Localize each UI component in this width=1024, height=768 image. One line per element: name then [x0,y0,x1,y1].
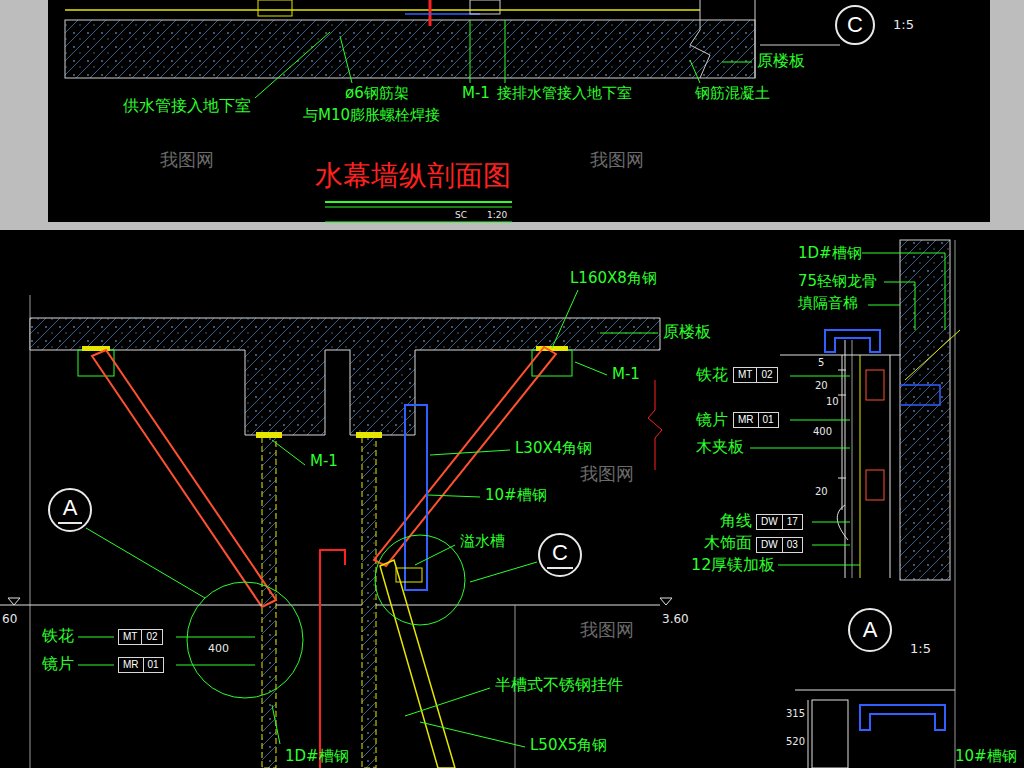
dimension-text: SC [455,210,467,220]
callout-label: 钢筋混凝土 [695,85,770,102]
dimension-text: 1:5 [910,642,931,657]
material-code: MT [734,368,756,382]
callout-letter: C [547,542,573,569]
callout-label: M-1 [462,85,490,102]
dimension-text: 400 [813,426,832,438]
callout-label: 木夹板 [696,438,744,456]
dimension-text: 3.60 [662,613,689,627]
material-code: DW [757,515,782,529]
callout-label: 溢水槽 [460,533,505,550]
material-code: 02 [141,630,161,644]
callout-circle: A [48,488,92,532]
material-code: MR [734,413,758,427]
callout-letter: C [847,14,863,36]
dimension-text: 20 [815,380,828,392]
dimension-text: 315 [786,708,805,720]
callout-label: M-1 [310,453,338,470]
callout-circle: C [835,5,875,45]
callout-label: ø6钢筋架 [345,85,409,102]
dimension-text: 10 [826,396,839,408]
dimension-text: 1:5 [893,18,914,33]
material-code-box: MT02 [733,367,778,383]
material-code-box: MR01 [733,412,779,428]
dimension-text: 20 [815,486,828,498]
dimension-text: 60 [2,613,17,627]
material-code: MR [119,658,143,672]
watermark: 我图网 [580,464,634,485]
material-code: DW [757,538,782,552]
material-code: 03 [782,538,802,552]
callout-circle: C [538,533,582,577]
dimension-text: 1:20 [487,210,507,220]
callout-label: 供水管接入地下室 [123,97,251,115]
callout-label: 镜片 [42,655,74,673]
material-code-box: MT02 [118,629,163,645]
material-code: 02 [756,368,776,382]
callout-label: 12厚镁加板 [691,556,775,574]
material-code: 01 [758,413,778,427]
callout-letter: A [58,497,83,524]
material-code-box: MR01 [118,657,164,673]
callout-label: 接排水管接入地下室 [497,85,632,102]
callout-label: 1D#槽钢 [285,748,349,765]
drawing-title: 水幕墙纵剖面图 [315,160,511,192]
callout-circle: A [848,608,892,652]
dimension-text: 400 [208,643,229,656]
callout-label: L50X5角钢 [530,737,607,754]
material-code: MT [119,630,141,644]
callout-label: 10#槽钢 [955,748,1017,765]
material-code: 17 [782,515,802,529]
callout-label: 铁花 [42,627,74,645]
callout-label: L160X8角钢 [570,270,657,287]
callout-label: 原楼板 [757,52,805,70]
material-code-box: DW03 [756,537,803,553]
dimension-text: 5 [818,357,824,369]
callout-label: 镜片 [696,411,728,429]
callout-label: L30X4角钢 [515,440,592,457]
callout-label: 原楼板 [663,323,711,341]
callout-label: 铁花 [696,366,728,384]
callout-label: 木饰面 [704,534,752,552]
callout-label: 与M10膨胀螺栓焊接 [303,107,440,124]
watermark: 我图网 [580,620,634,641]
callout-label: 半槽式不锈钢挂件 [495,676,623,694]
material-code-box: DW17 [756,514,803,530]
material-code: 01 [143,658,163,672]
watermark: 我图网 [590,150,644,171]
callout-label: 填隔音棉 [798,295,858,312]
dimension-text: 520 [786,736,805,748]
callout-label: 10#槽钢 [485,487,547,504]
callout-letter: A [863,619,878,641]
callout-label: M-1 [612,366,640,383]
callout-label: 1D#槽钢 [798,245,862,262]
callout-label: 75轻钢龙骨 [798,273,877,290]
callout-label: 角线 [720,512,752,530]
watermark: 我图网 [160,150,214,171]
